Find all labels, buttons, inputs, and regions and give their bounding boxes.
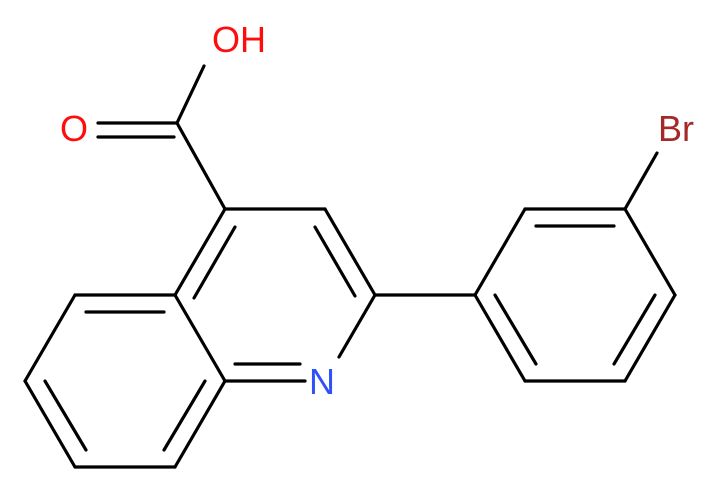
bond-c5-c6	[23, 293, 77, 383]
bond-c4-c4a	[173, 207, 227, 297]
bond-c6-c7-inner	[43, 379, 88, 452]
atom-label-hydroxyl: OH	[212, 19, 266, 60]
bond-c8-c8a-inner	[162, 379, 207, 452]
bond-ar6-ar1	[473, 293, 527, 383]
bond-c4-c4a-inner	[192, 225, 237, 300]
bond-ar6-ar1-inner	[493, 293, 538, 366]
bond-c8-c8a	[173, 379, 227, 469]
atom-label-carbonyl-oxygen: O	[60, 108, 88, 149]
bond-c6-c7	[23, 379, 77, 469]
bond-c3-c2	[323, 207, 377, 297]
bond-c2-n	[337, 293, 377, 359]
bond-c3-c2-inner	[313, 225, 357, 298]
atom-label-layer: OH O Br N	[60, 19, 694, 402]
bond-layer	[23, 64, 677, 469]
bond-c4-cooh	[175, 121, 227, 211]
bond-c-oh	[175, 64, 206, 125]
atom-label-nitrogen: N	[309, 361, 335, 402]
bond-ar3-ar4	[623, 207, 677, 297]
bond-ar4-ar5-inner	[612, 293, 657, 366]
bond-ar3-br	[623, 151, 659, 211]
bond-ar4-ar5	[623, 293, 677, 383]
bond-c8a-c4a	[173, 293, 227, 383]
bond-ar1-ar2	[473, 207, 527, 297]
atom-label-bromine: Br	[658, 108, 694, 149]
